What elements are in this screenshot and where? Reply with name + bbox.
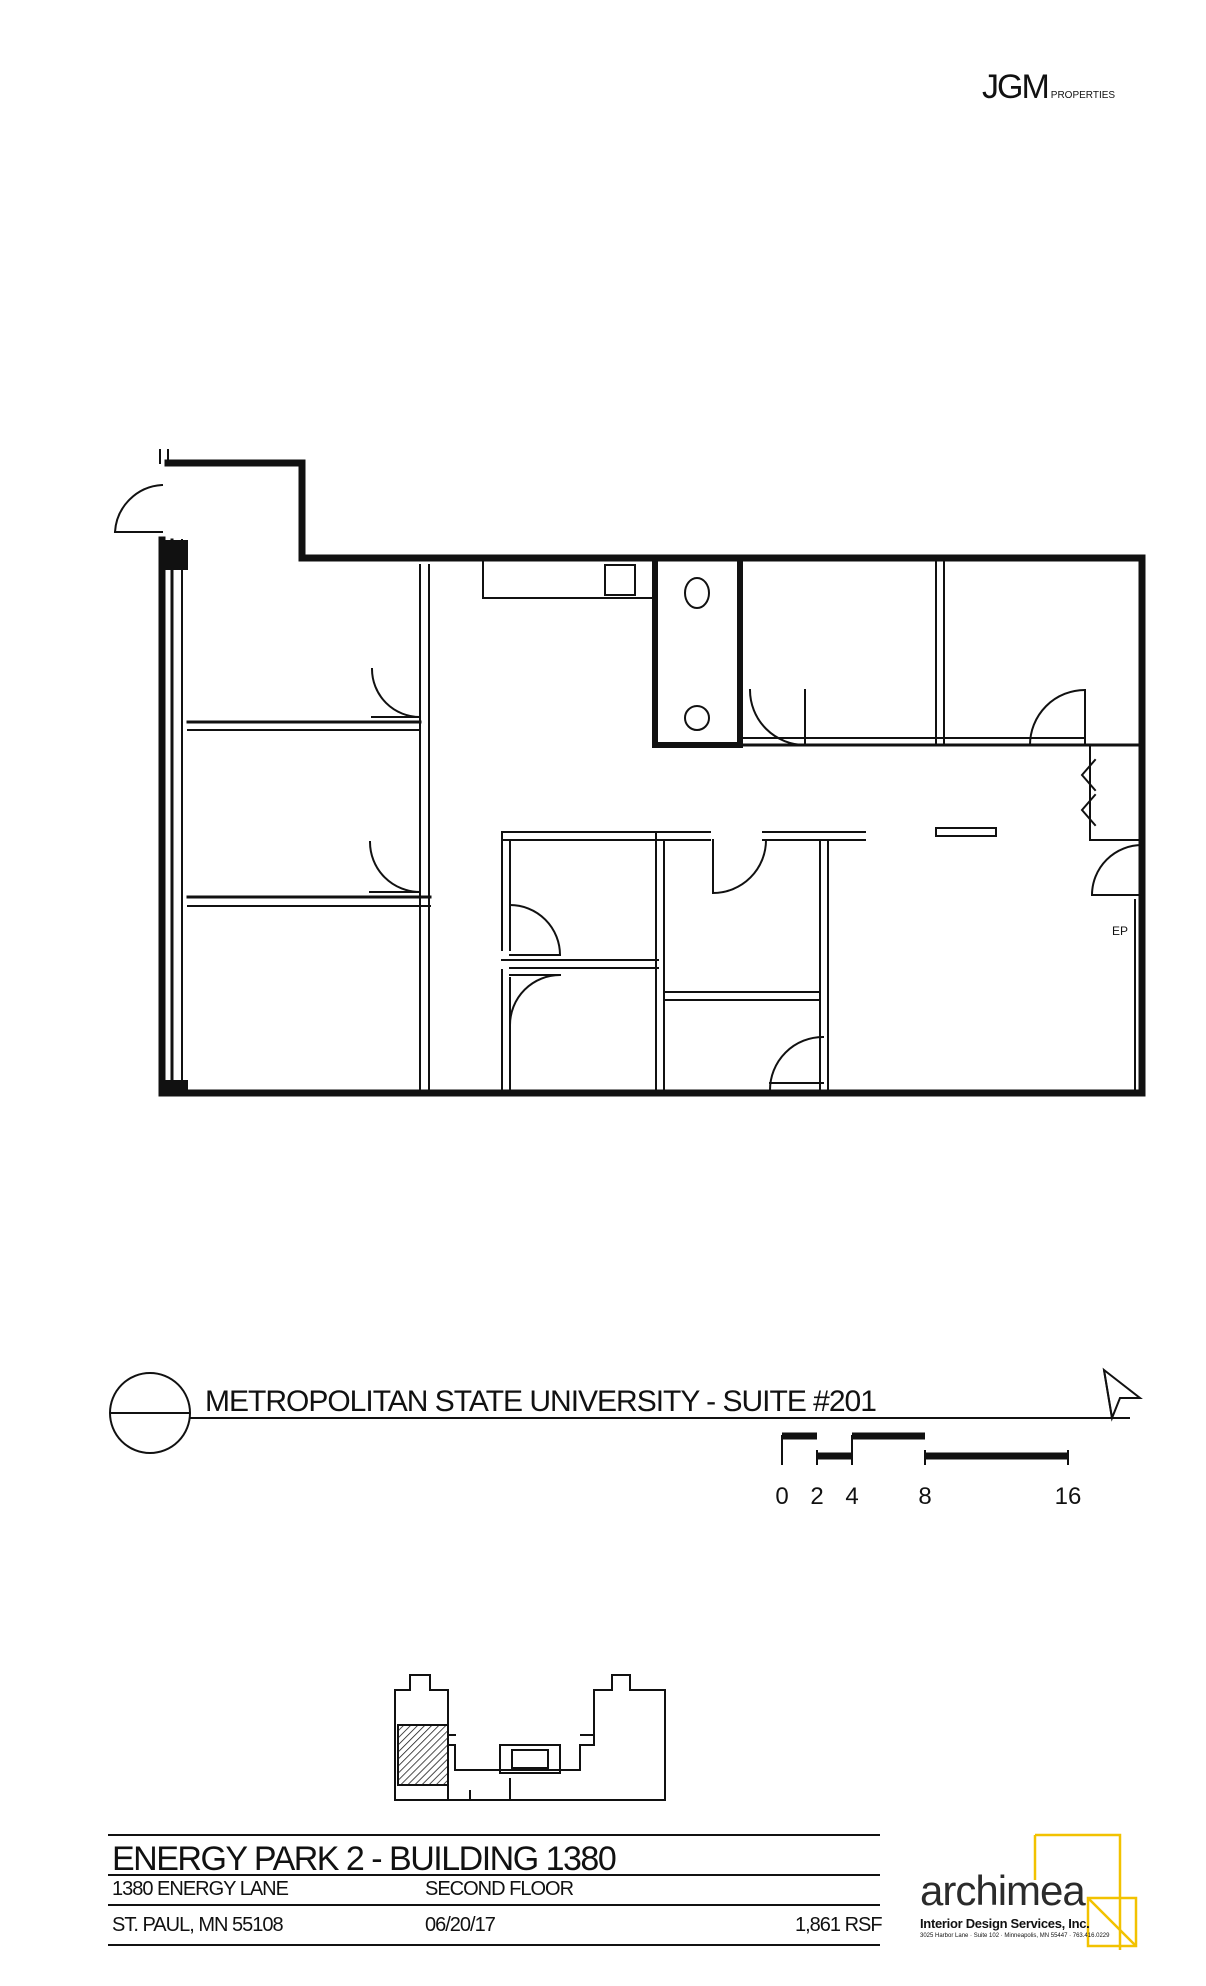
floor-label: SECOND FLOOR <box>425 1878 574 1900</box>
exterior-wall <box>158 459 1146 1097</box>
panel-label: EP <box>1112 924 1128 938</box>
office-door-swing <box>748 688 807 747</box>
address-line1: 1380 ENERGY LANE <box>112 1878 289 1900</box>
scale-tick-label: 0 <box>775 1483 789 1510</box>
scale-bar <box>781 1432 1069 1465</box>
project-title: ENERGY PARK 2 - BUILDING 1380 <box>112 1840 617 1878</box>
office-door-swing <box>368 840 422 894</box>
scale-tick-label: 4 <box>845 1483 859 1510</box>
office-door-swing <box>508 903 562 957</box>
exterior-door-swing <box>1090 843 1144 897</box>
archimea-logo: archimea Interior Design Services, Inc. … <box>920 1867 1110 1940</box>
restroom-walls <box>652 555 743 748</box>
plan-title: METROPOLITAN STATE UNIVERSITY - SUITE #2… <box>205 1385 877 1418</box>
logo-sub: PROPERTIES <box>1050 90 1116 101</box>
key-plan <box>394 1674 666 1801</box>
north-arrow-icon <box>1102 1367 1143 1422</box>
scale-tick-label: 8 <box>918 1483 932 1510</box>
office-door-swing <box>1028 688 1087 747</box>
entry-door-swing <box>113 483 164 534</box>
scale-tick-label: 16 <box>1054 1483 1082 1510</box>
archimea-address: 3025 Harbor Lane · Suite 102 · Minneapol… <box>920 1933 1110 1939</box>
scale-tick-label: 2 <box>810 1483 824 1510</box>
logo-main: JGM <box>982 68 1050 106</box>
office-door-swing <box>712 838 768 895</box>
archimea-brand: archimea <box>920 1867 1086 1914</box>
archimea-tagline: Interior Design Services, Inc. <box>920 1916 1090 1931</box>
office-door-swing <box>768 1035 825 1092</box>
address-line2: ST. PAUL, MN 55108 <box>112 1914 284 1936</box>
office-door-swing <box>370 667 422 719</box>
office-door-swing <box>508 973 562 1027</box>
title-block-lines <box>108 1834 880 1946</box>
archimea-logo-frame <box>1033 1833 1138 1950</box>
date-label: 06/20/17 <box>425 1914 496 1936</box>
area-label: 1,861 RSF <box>795 1914 883 1936</box>
